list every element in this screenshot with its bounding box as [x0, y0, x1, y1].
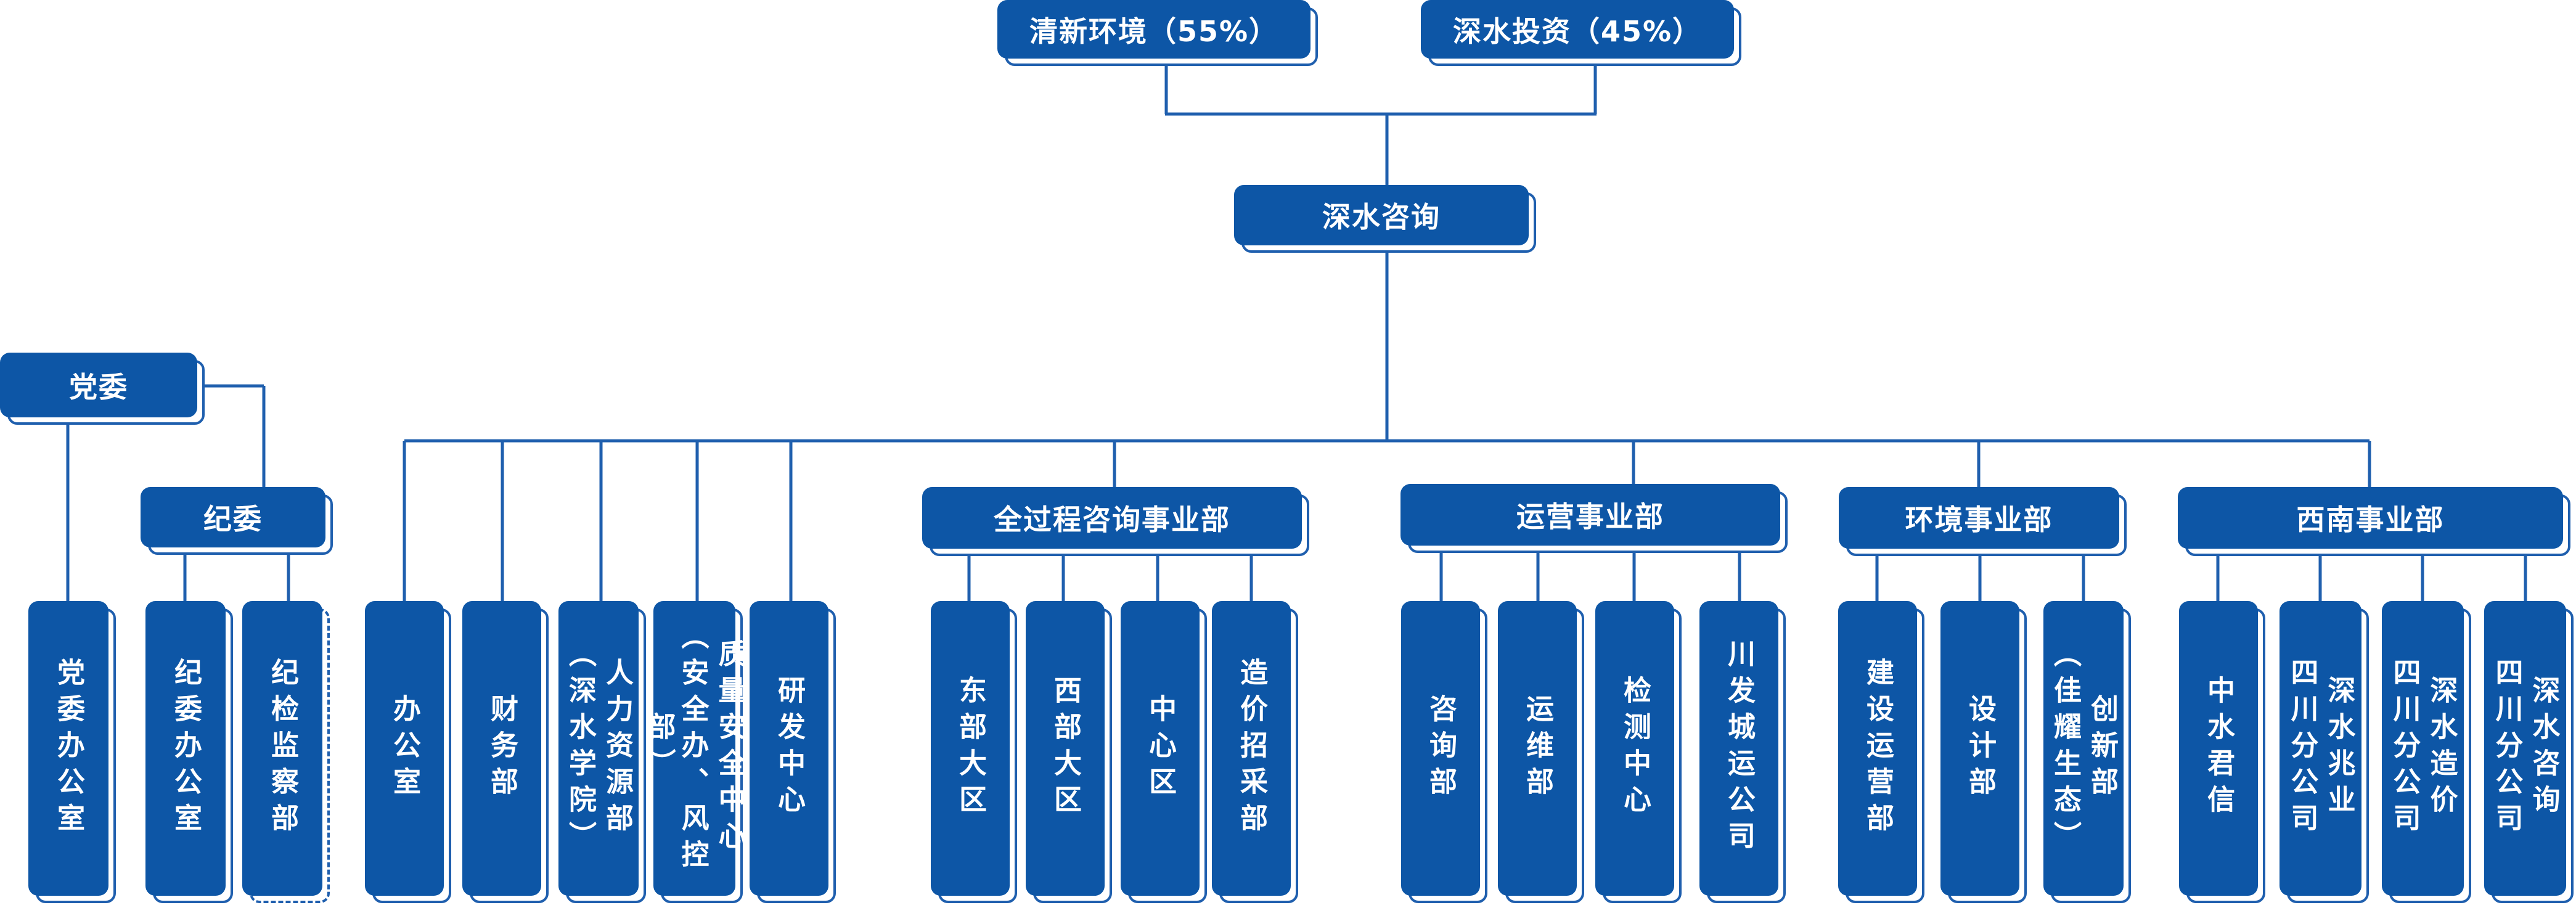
unit-label-column: （深水学院） [564, 639, 597, 858]
unit-label-column: 造价招采部 [1235, 657, 1268, 840]
unit-label-column: 质量安全中心 [713, 639, 746, 858]
division-label: 西南事业部 [2178, 487, 2563, 549]
unit-label-column: 中心区 [1144, 694, 1177, 803]
shareholder-box: 清新环境（55%） [997, 0, 1318, 66]
unit-label-column: 检测中心 [1619, 676, 1651, 821]
unit-label-column: 研发中心 [773, 676, 806, 821]
unit-box-hr: （深水学院）人力资源部 [558, 601, 646, 903]
division-label: 全过程咨询事业部 [922, 487, 1302, 549]
unit-box-cost: 造价招采部 [1212, 601, 1298, 903]
unit-label-column: 纪检监察部 [266, 657, 299, 840]
unit-label-column: 西部大区 [1049, 676, 1082, 821]
unit-label-column: （佳耀生态） [2049, 639, 2082, 858]
shareholder-label: 清新环境（55%） [997, 0, 1310, 59]
unit-box-rd: 研发中心 [750, 601, 836, 903]
unit-label-column: 创新部 [2086, 694, 2119, 803]
unit-box-office: 办公室 [365, 601, 451, 903]
unit-box-maint: 运维部 [1498, 601, 1584, 903]
unit-label-column: 党委办公室 [52, 657, 85, 840]
unit-box-chuanfa: 川发城运公司 [1699, 601, 1786, 903]
unit-label-column: 财务部 [486, 694, 518, 803]
shareholder-label: 深水投资（45%） [1421, 0, 1734, 59]
unit-label-column: 东部大区 [954, 676, 987, 821]
discipline-committee-box: 纪委 [141, 487, 333, 555]
unit-box-quality: （安全办、风控部）质量安全中心 [644, 601, 746, 903]
unit-label-column: 咨询部 [1425, 694, 1457, 803]
unit-box-party-office: 党委办公室 [28, 601, 116, 903]
unit-box-west: 西部大区 [1026, 601, 1112, 903]
unit-box-discipline-office: 纪委办公室 [145, 601, 233, 903]
unit-box-design: 设计部 [1940, 601, 2027, 903]
division-box: 运营事业部 [1400, 484, 1788, 553]
unit-label-column: 设计部 [1964, 694, 1997, 803]
unit-box-construct: 建设运营部 [1838, 601, 1924, 903]
unit-box-innov: （佳耀生态）创新部 [2043, 601, 2131, 903]
company-box: 深水咨询 [1234, 185, 1536, 253]
party-committee-label: 党委 [0, 353, 197, 417]
unit-box-discipline-inspection: 纪检监察部 [242, 601, 330, 903]
unit-label-column: 建设运营部 [1862, 657, 1894, 840]
unit-box-sszx: 四川分公司深水咨询 [2484, 601, 2574, 903]
unit-box-sszy: 四川分公司深水兆业 [2280, 601, 2369, 903]
unit-box-center: 中心区 [1121, 601, 1207, 903]
unit-box-consult: 咨询部 [1401, 601, 1487, 903]
unit-label-column: 四川分公司 [2490, 657, 2524, 840]
unit-label-column: 办公室 [388, 694, 421, 803]
unit-label-column: 深水造价 [2425, 676, 2458, 821]
unit-label-column: 中水君信 [2202, 676, 2235, 821]
unit-label-column: 纪委办公室 [170, 657, 202, 840]
unit-label-column: 深水咨询 [2527, 676, 2561, 821]
unit-label-column: 四川分公司 [2388, 657, 2421, 840]
unit-box-zsjx: 中水君信 [2179, 601, 2265, 903]
unit-box-test: 检测中心 [1595, 601, 1682, 903]
discipline-committee-label: 纪委 [141, 487, 325, 547]
unit-box-sszj: 四川分公司深水造价 [2382, 601, 2471, 903]
division-box: 全过程咨询事业部 [922, 487, 1309, 556]
unit-label-column: 川发城运公司 [1723, 639, 1756, 858]
division-label: 环境事业部 [1839, 487, 2119, 549]
unit-label-column: 人力资源部 [601, 657, 634, 840]
unit-label-column: 运维部 [1521, 694, 1554, 803]
unit-box-east: 东部大区 [931, 601, 1017, 903]
division-box: 西南事业部 [2178, 487, 2570, 556]
company-label: 深水咨询 [1234, 185, 1529, 245]
unit-label-column: （安全办、风控部） [643, 621, 709, 876]
unit-label-column: 深水兆业 [2323, 676, 2356, 821]
division-label: 运营事业部 [1400, 484, 1780, 546]
unit-label-column: 四川分公司 [2286, 657, 2319, 840]
unit-box-finance: 财务部 [462, 601, 549, 903]
division-box: 环境事业部 [1839, 487, 2127, 556]
shareholder-box: 深水投资（45%） [1421, 0, 1741, 66]
party-committee-box: 党委 [0, 353, 205, 425]
